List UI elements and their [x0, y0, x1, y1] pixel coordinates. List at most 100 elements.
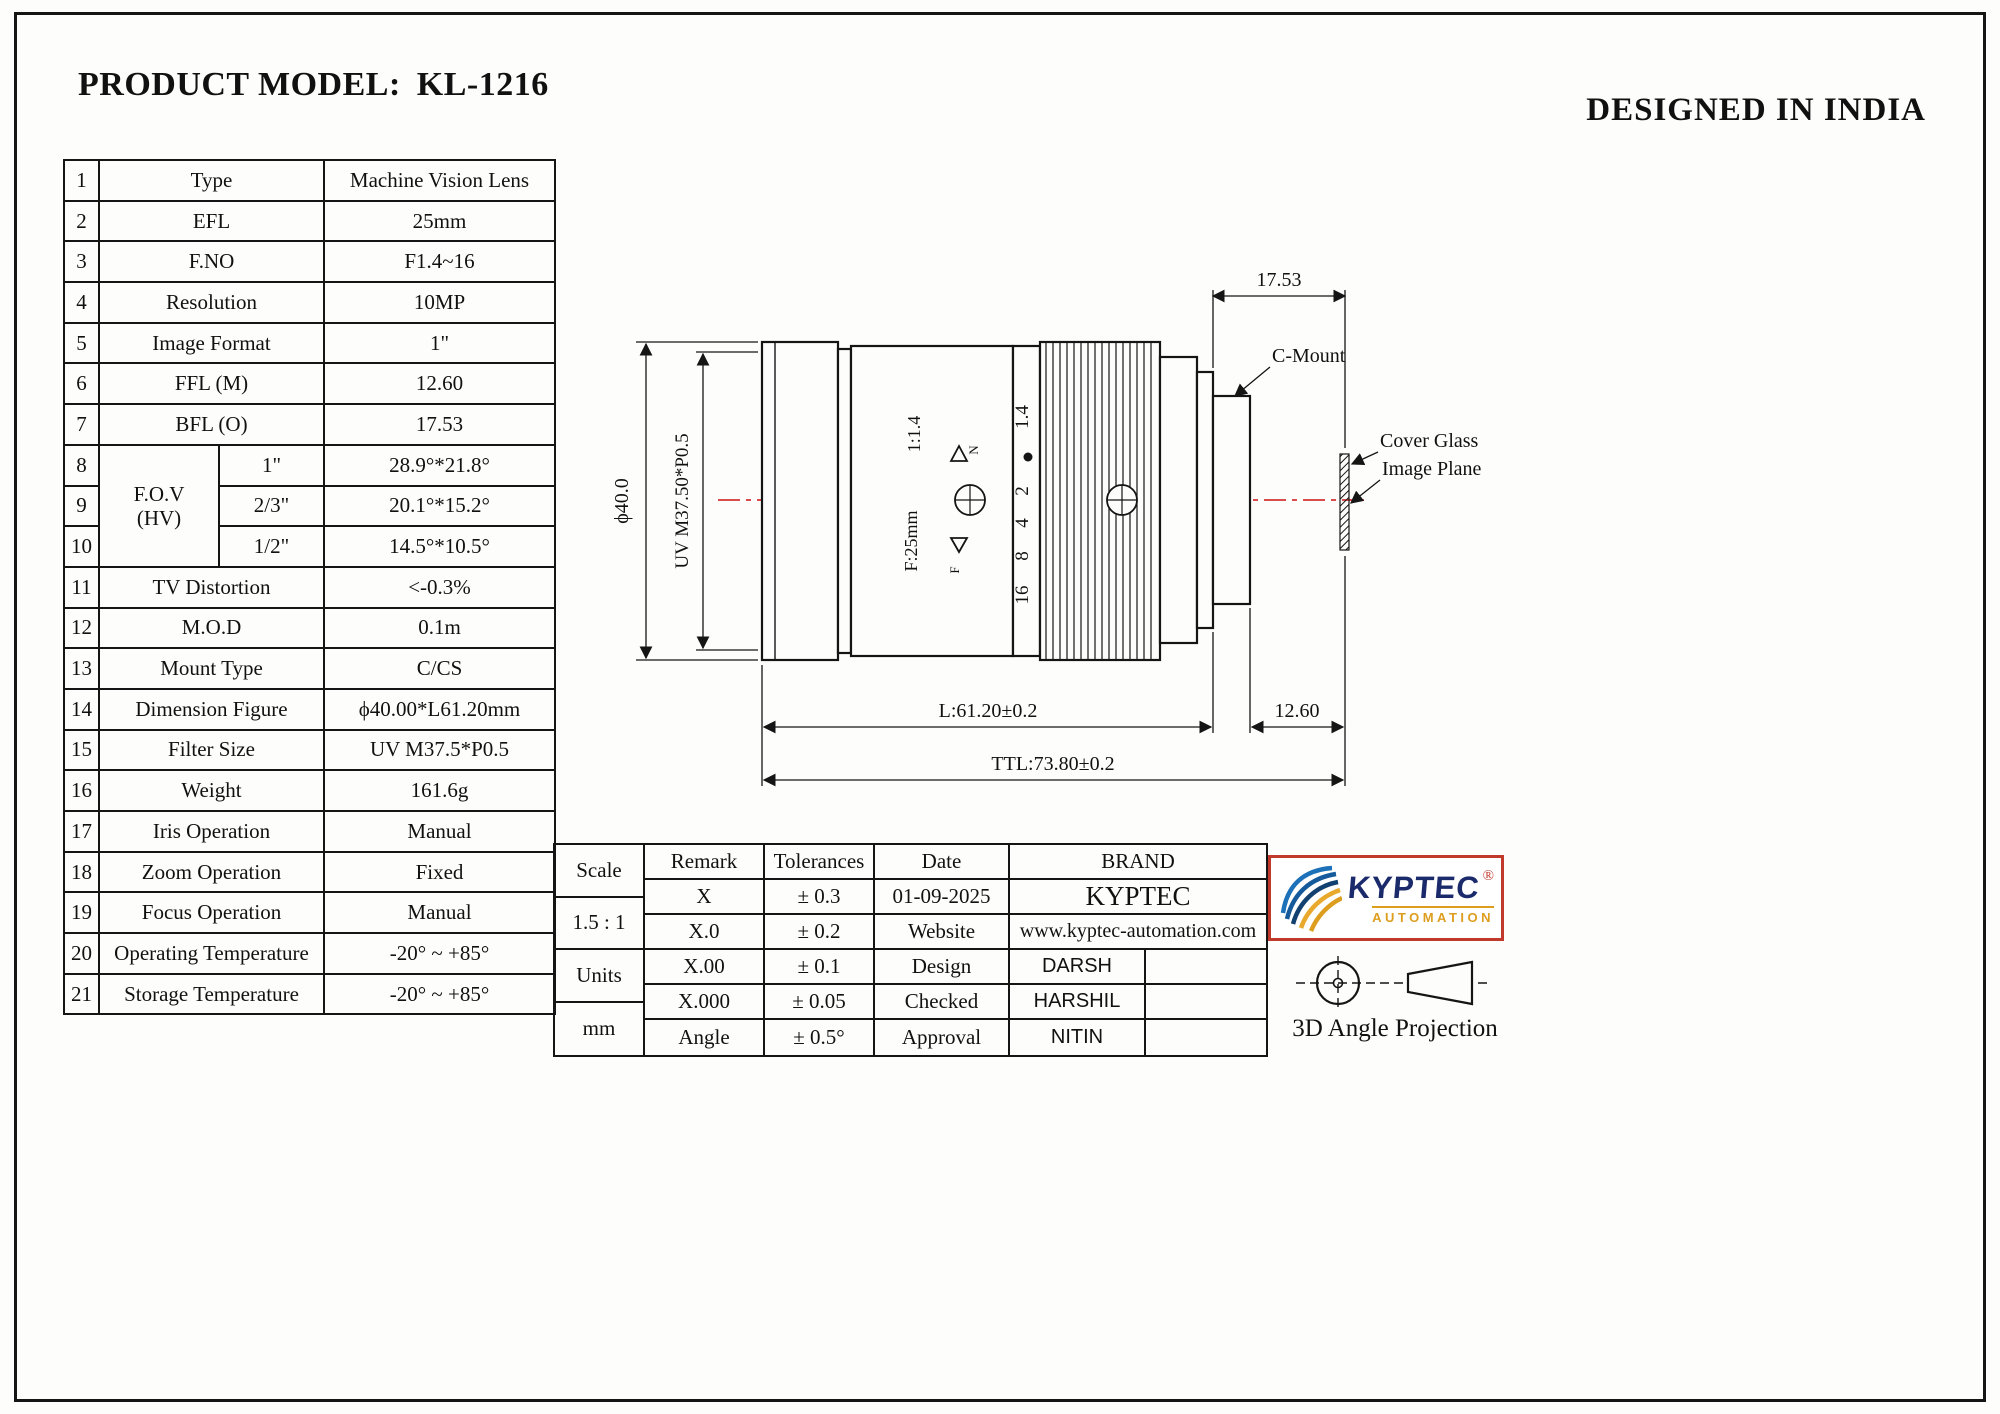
spec-num: 20	[63, 932, 100, 975]
tb-remark-header: Remark	[645, 845, 765, 880]
spec-value: 28.9°*21.8°	[323, 443, 556, 487]
spec-row-fov: 8 F.O.V(HV) 1" 28.9°*21.8°	[63, 443, 556, 568]
tb-remark-angle: Angle	[645, 1020, 765, 1055]
spec-name: M.O.D	[98, 606, 325, 650]
spec-name: Filter Size	[98, 728, 325, 772]
spec-num: 7	[63, 403, 100, 446]
spec-num: 21	[63, 972, 100, 1016]
title-block: Scale 1.5 : 1 Units mm Remark X X.0 X.00…	[553, 843, 1268, 1057]
tb-units-label: Units	[555, 950, 645, 1003]
tb-website-value: www.kyptec-automation.com	[1010, 915, 1266, 950]
spec-name: FFL (M)	[98, 362, 325, 406]
tb-tol-x00: ± 0.1	[765, 950, 875, 985]
designed-in-label: DESIGNED IN INDIA	[1586, 92, 1926, 128]
page-title: PRODUCT MODEL: KL-1216	[78, 66, 549, 104]
spec-name: Iris Operation	[98, 810, 325, 853]
page-border-frame	[14, 12, 1986, 1402]
spec-name: Image Format	[98, 321, 325, 365]
spec-num: 16	[63, 769, 100, 812]
spec-name: Resolution	[98, 281, 325, 324]
product-model-value: KL-1216	[416, 66, 549, 103]
tb-empty-cell	[1146, 985, 1266, 1020]
spec-value: UV M37.5*P0.5	[323, 728, 556, 772]
tb-remark-x0: X.0	[645, 915, 765, 950]
spec-num: 14	[63, 687, 100, 731]
spec-name: Zoom Operation	[98, 850, 325, 894]
spec-fov-size: 1"	[218, 443, 325, 487]
product-model-label: PRODUCT MODEL:	[78, 66, 401, 103]
spec-num: 19	[63, 891, 100, 935]
spec-name: BFL (O)	[98, 403, 325, 446]
spec-num: 5	[63, 321, 100, 365]
tb-tol-x0: ± 0.2	[765, 915, 875, 950]
spec-num: 12	[63, 606, 100, 650]
spec-num: 18	[63, 850, 100, 894]
spec-value: 10MP	[323, 281, 556, 324]
spec-fov-size: 1/2"	[218, 525, 325, 568]
tb-tol-angle: ± 0.5°	[765, 1020, 875, 1055]
spec-name: Weight	[98, 769, 325, 812]
tb-approval-label: Approval	[875, 1020, 1010, 1055]
spec-num: 17	[63, 810, 100, 853]
spec-value: 1"	[323, 321, 556, 365]
spec-value: <-0.3%	[323, 565, 556, 609]
fov-line1: F.O.V	[133, 481, 185, 506]
tb-scale-label: Scale	[555, 845, 645, 898]
fov-line2: (HV)	[136, 505, 182, 530]
tb-approval-value: NITIN	[1010, 1020, 1146, 1055]
tb-tol-x000: ± 0.05	[765, 985, 875, 1020]
spec-num: 1	[63, 159, 100, 202]
spec-num: 6	[63, 362, 100, 406]
logo-subtitle-text: AUTOMATION	[1372, 905, 1494, 925]
spec-value: 17.53	[323, 403, 556, 446]
spec-value: -20° ~ +85°	[323, 932, 556, 975]
tb-remark-x: X	[645, 880, 765, 915]
spec-row-fov: 10 1/2"14.5°*10.5°	[63, 525, 556, 568]
spec-fov-size: 2/3"	[218, 484, 325, 528]
spec-value: 161.6g	[323, 769, 556, 812]
logo-swoosh-icon	[1280, 865, 1342, 932]
spec-value: F1.4~16	[323, 240, 556, 284]
tb-checked-value: HARSHIL	[1010, 985, 1146, 1020]
spec-name: EFL	[98, 199, 325, 243]
brand-logo: KYPTEC ® AUTOMATION	[1268, 855, 1504, 941]
tb-tol-x: ± 0.3	[765, 880, 875, 915]
spec-value: Fixed	[323, 850, 556, 894]
spec-value: 12.60	[323, 362, 556, 406]
tb-website-label: Website	[875, 915, 1010, 950]
spec-name: Mount Type	[98, 647, 325, 690]
spec-name: Focus Operation	[98, 891, 325, 935]
spec-num: 3	[63, 240, 100, 284]
spec-name: Storage Temperature	[98, 972, 325, 1016]
spec-name: Dimension Figure	[98, 687, 325, 731]
tb-design-label: Design	[875, 950, 1010, 985]
tb-empty-cell	[1146, 950, 1266, 985]
tb-scale-value: 1.5 : 1	[555, 897, 645, 950]
spec-value: -20° ~ +85°	[323, 972, 556, 1016]
spec-value: ϕ40.00*L61.20mm	[323, 687, 556, 731]
spec-num: 10	[63, 525, 100, 568]
spec-name: F.NO	[98, 240, 325, 284]
registered-mark-icon: ®	[1482, 867, 1494, 884]
spec-name: Operating Temperature	[98, 932, 325, 975]
spec-name: TV Distortion	[98, 565, 325, 609]
spec-num: 8	[63, 443, 100, 487]
spec-value: 14.5°*10.5°	[323, 525, 556, 568]
tb-checked-label: Checked	[875, 985, 1010, 1020]
spec-num: 9	[63, 484, 100, 528]
spec-value: Manual	[323, 891, 556, 935]
